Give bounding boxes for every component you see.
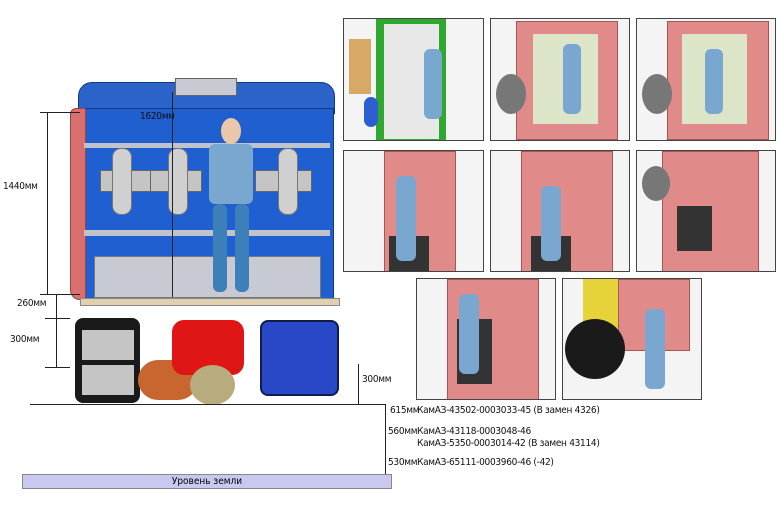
- cab-front-view: [70, 78, 340, 308]
- dim-tick: [40, 294, 80, 295]
- air-cylinder: [278, 148, 298, 215]
- height-ref-line: [385, 404, 386, 476]
- panel-cab-entering: [636, 18, 776, 141]
- dim-floor-gap: 260мм: [17, 298, 47, 309]
- blue-tank: [260, 320, 339, 396]
- dim-step-left: 300мм: [10, 334, 40, 345]
- seated-person: [205, 118, 257, 293]
- panel-cab-interior-seated: [490, 18, 630, 141]
- gear-housing: [190, 365, 235, 405]
- panel-seated-operator: [343, 18, 484, 141]
- model-name: КамАЗ-5350-0003014-42 (В замен 43114): [417, 438, 600, 449]
- panel-boarding-step-3: [636, 150, 776, 272]
- dim-step-right: 300мм: [362, 374, 392, 385]
- cab-red-side: [70, 108, 86, 300]
- dim-tick: [45, 367, 70, 368]
- dim-line-width: [172, 92, 173, 297]
- dim-line-step: [56, 295, 57, 367]
- battery: [82, 330, 134, 360]
- model-height: 615мм: [390, 405, 420, 416]
- dim-cab-width: 1620мм: [140, 111, 175, 122]
- model-name: КамАЗ-65111-0003960-46 (-42): [417, 457, 554, 468]
- panel-spare-wheel: [562, 278, 702, 400]
- dim-cab-height: 1440мм: [3, 181, 38, 192]
- panel-boarding-step-1: [343, 150, 484, 272]
- dim-tick: [40, 112, 80, 113]
- shelf: [84, 143, 330, 148]
- battery: [82, 365, 134, 395]
- panel-boarding-step-2: [490, 150, 630, 272]
- air-cylinder: [168, 148, 188, 215]
- model-height: 560мм: [388, 426, 418, 437]
- panel-boarding-step-4: [416, 278, 556, 400]
- ground-label: Уровень земли: [171, 476, 243, 487]
- shelf: [84, 230, 330, 236]
- dim-tick: [45, 318, 70, 319]
- roof-hatch: [175, 78, 237, 96]
- bench-storage: [94, 256, 321, 298]
- model-name: КамАЗ-43502-0003033-45 (В замен 4326): [417, 405, 600, 416]
- dim-line-height: [47, 112, 48, 294]
- model-name: КамАЗ-43118-0003048-46: [417, 426, 531, 437]
- dim-line-step-right: [358, 364, 359, 404]
- ground-level-bar: Уровень земли: [22, 474, 392, 489]
- ground-clearance-line: [30, 404, 385, 405]
- model-height: 530мм: [388, 457, 418, 468]
- chassis-components: [60, 310, 350, 410]
- floor: [80, 298, 340, 306]
- air-cylinder: [112, 148, 132, 215]
